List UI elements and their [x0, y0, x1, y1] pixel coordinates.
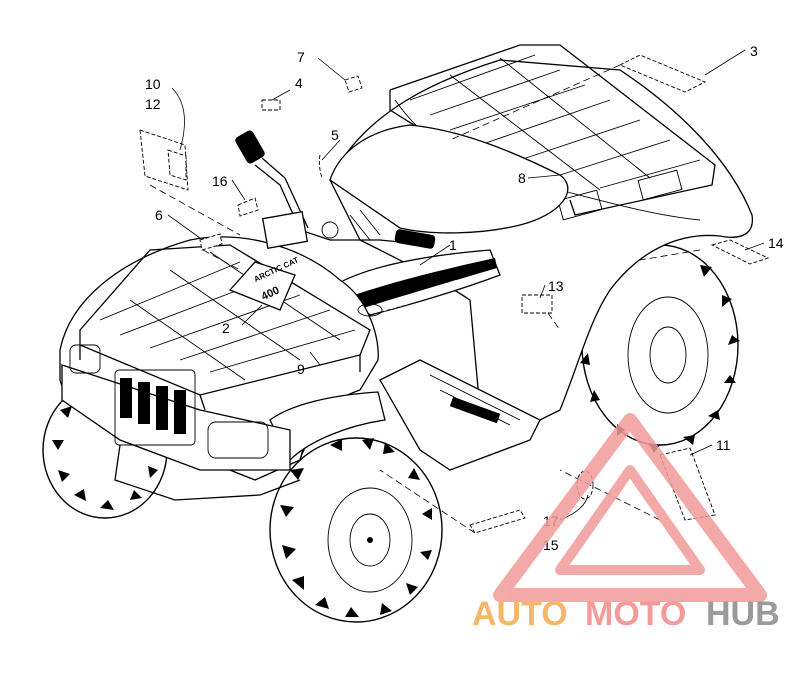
- callout-7: 7: [297, 49, 305, 65]
- decal-11: [659, 447, 716, 521]
- handlebar: [235, 130, 436, 317]
- decal-6: [199, 233, 223, 251]
- callout-11: 11: [716, 437, 731, 453]
- callout-9: 9: [297, 361, 305, 377]
- callout-2: 2: [222, 320, 230, 336]
- leader-lines: [167, 49, 765, 521]
- callouts: 1 2 3 4 5 6 7 8 9 10 11 12 13 14 15 16 1…: [145, 43, 784, 553]
- callout-8: 8: [518, 170, 526, 186]
- decal-10-12: [139, 129, 189, 191]
- front-fascia: [61, 344, 301, 501]
- floorboard: [379, 359, 541, 471]
- callout-14: 14: [768, 235, 784, 251]
- callout-1: 1: [449, 237, 457, 253]
- decal-5: [318, 154, 323, 179]
- callout-3: 3: [750, 43, 758, 59]
- hood-decal: ARCTIC CAT 400: [228, 255, 300, 311]
- callout-13: 13: [548, 278, 564, 294]
- decal-13: [521, 294, 553, 314]
- watermark-auto: AUTO: [472, 595, 568, 633]
- decal-16: [237, 197, 259, 217]
- decal-3: [618, 54, 707, 93]
- watermark-logo: [493, 413, 767, 602]
- watermark-hub: HUB: [706, 595, 780, 633]
- callout-16: 16: [212, 173, 228, 189]
- decal-14: [710, 239, 770, 265]
- rear-rack: [389, 44, 716, 221]
- front-right-wheel: [269, 437, 443, 623]
- watermark-moto: MOTO: [585, 595, 686, 633]
- decal-7: [344, 75, 363, 93]
- callout-10: 10: [145, 76, 161, 92]
- front-rack: [79, 244, 371, 411]
- callout-12: 12: [145, 96, 161, 112]
- grille: [114, 369, 196, 446]
- callout-4: 4: [295, 75, 303, 91]
- decal-15: [469, 509, 526, 534]
- decal-4: [261, 99, 281, 111]
- callout-6: 6: [155, 207, 163, 223]
- watermark-text: AUTO MOTO HUB: [472, 595, 780, 633]
- callout-5: 5: [331, 127, 339, 143]
- rear-right-wheel: [580, 244, 740, 453]
